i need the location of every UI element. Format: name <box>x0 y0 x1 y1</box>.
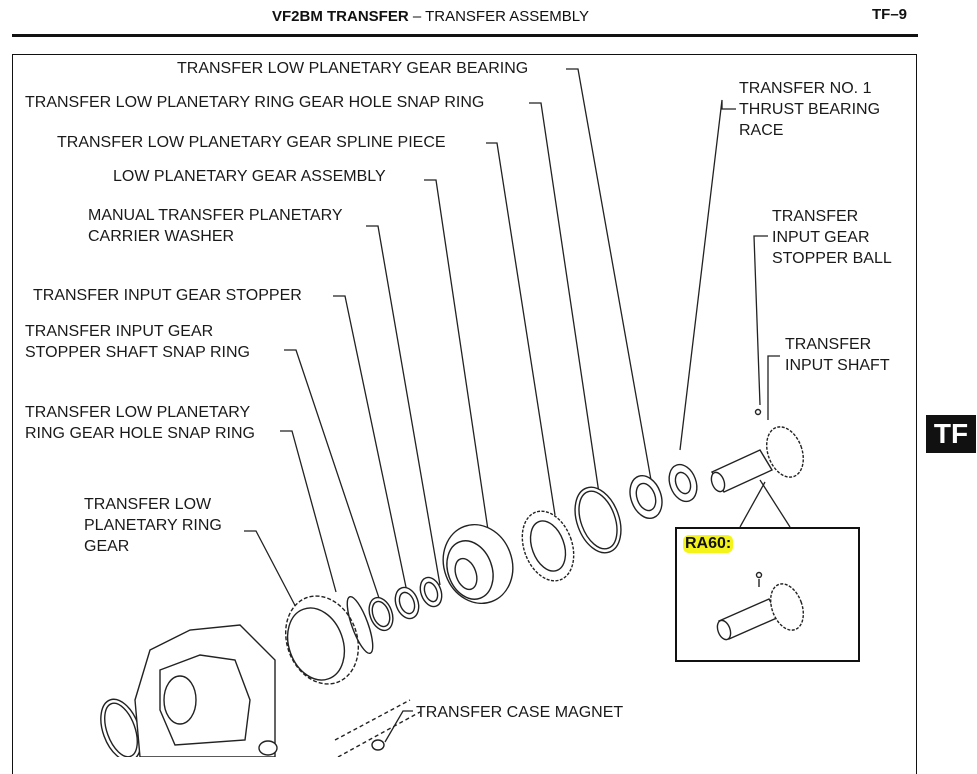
section-tab: TF <box>926 415 976 453</box>
label-input-gear-stopper: TRANSFER INPUT GEAR STOPPER <box>33 287 302 304</box>
label-thrust-bearing-race: TRANSFER NO. 1 THRUST BEARING RACE <box>739 80 881 139</box>
label-gear-spline-piece: TRANSFER LOW PLANETARY GEAR SPLINE PIECE <box>57 134 446 151</box>
ra60-inset: RA60: <box>675 527 860 662</box>
label-input-shaft: TRANSFER INPUT SHAFT <box>785 336 890 374</box>
ra60-shaft-drawing <box>716 571 805 641</box>
label-ring-gear-hole-snap-ring-lower: TRANSFER LOW PLANETARY RING GEAR HOLE SN… <box>25 404 255 442</box>
label-stopper-shaft-snap-ring: TRANSFER INPUT GEAR STOPPER SHAFT SNAP R… <box>25 323 250 361</box>
page-header: VF2BM TRANSFER – TRANSFER ASSEMBLY TF–9 <box>0 6 977 37</box>
diagram-frame <box>12 54 917 774</box>
page-number: TF–9 <box>872 6 908 23</box>
label-low-planetary-ring-gear: TRANSFER LOW PLANETARY RING GEAR <box>84 496 222 555</box>
exploded-diagram <box>100 68 804 757</box>
header-rule <box>12 34 918 37</box>
label-case-magnet: TRANSFER CASE MAGNET <box>416 704 624 721</box>
label-planetary-carrier-washer: MANUAL TRANSFER PLANETARY CARRIER WASHER <box>88 207 343 245</box>
label-low-planetary-gear-assembly: LOW PLANETARY GEAR ASSEMBLY <box>113 168 386 185</box>
header-title: VF2BM TRANSFER – TRANSFER ASSEMBLY <box>272 8 590 25</box>
label-input-gear-stopper-ball: TRANSFER INPUT GEAR STOPPER BALL <box>772 208 892 267</box>
label-low-planetary-gear-bearing: TRANSFER LOW PLANETARY GEAR BEARING <box>177 60 529 77</box>
label-ring-gear-hole-snap-ring-upper: TRANSFER LOW PLANETARY RING GEAR HOLE SN… <box>25 94 485 111</box>
ra60-label: RA60: <box>683 535 734 553</box>
